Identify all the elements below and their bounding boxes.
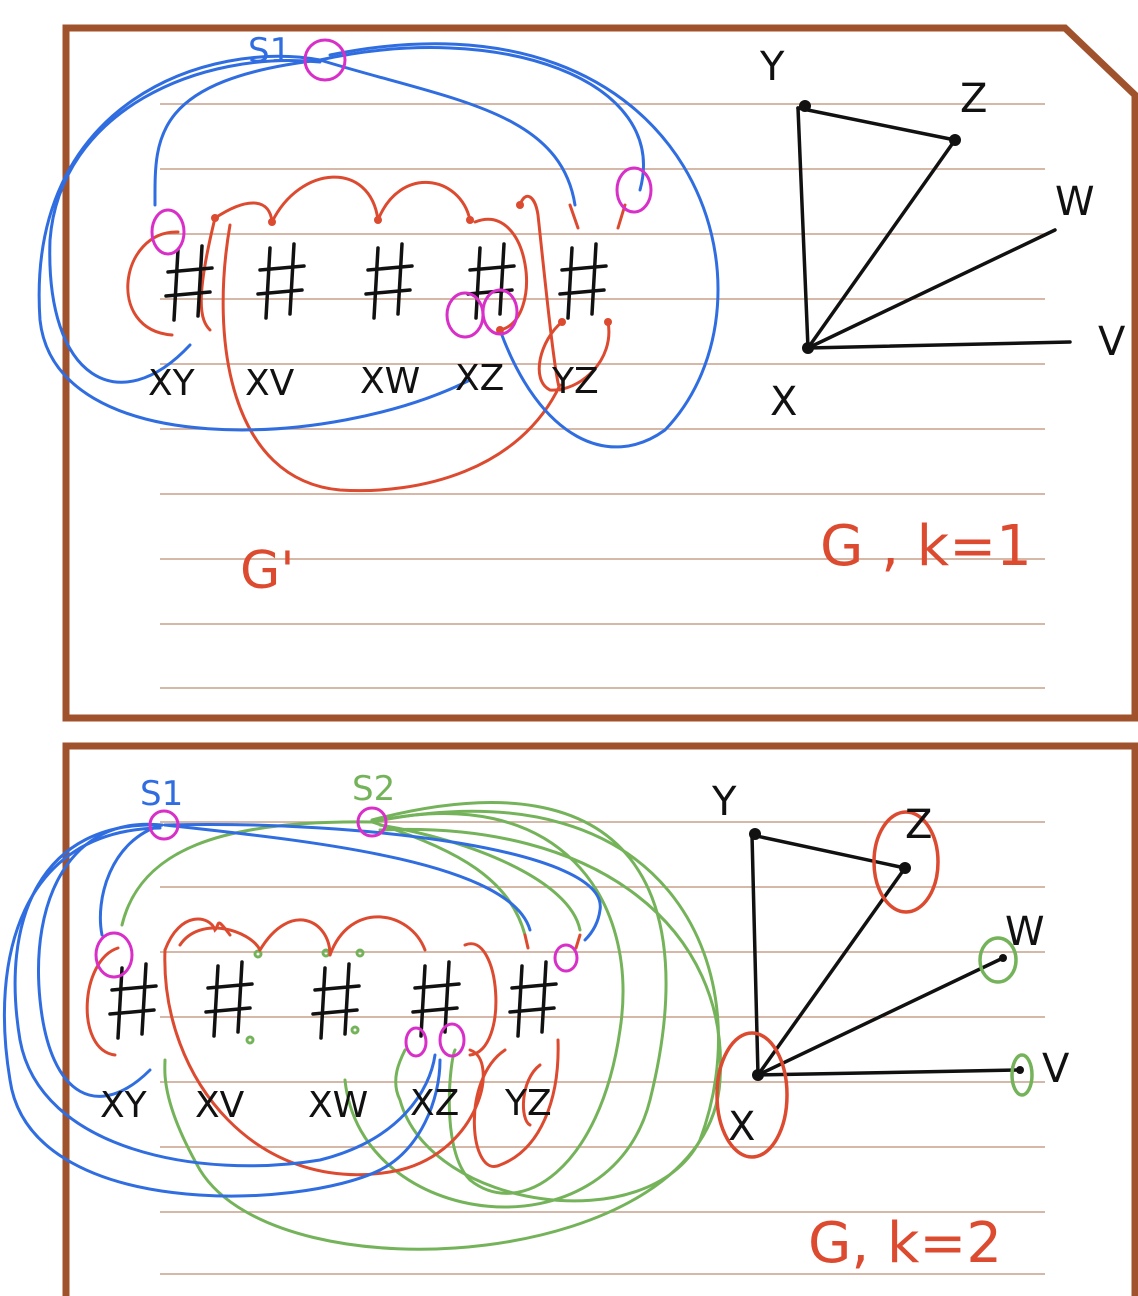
vertex-label-v: V [1098,319,1126,365]
bottom-gadget-label-xy: XY [100,1085,148,1126]
vertex-label-y: Y [711,779,737,825]
top-graph-nodes [799,100,961,354]
vertex-label-w: W [1055,179,1095,225]
bottom-source-label-s1: S1 [140,774,183,814]
top-gadget-label-xw: XW [360,361,420,402]
vertex-label-y: Y [759,44,785,90]
edge-xy [796,106,810,350]
graph-prime-label: G' [240,541,295,601]
bottom-gadget-label-yz: YZ [504,1083,552,1124]
bottom-caption: G, k=2 [808,1211,1002,1276]
bottom-gadget-label-xz: XZ [410,1083,459,1124]
edge-xw [806,228,1057,350]
top-blue-paths [37,42,720,449]
top-card: S1 XY XV XW XZ YZ G' G , k=1 Y Z W V [37,24,1138,722]
bottom-blue-paths [2,822,602,1198]
top-gadget-label-xv: XV [245,363,295,404]
bottom-source-label-s2: S2 [352,769,395,809]
top-gadget-labels: XY XV XW XZ YZ [148,358,599,404]
top-source-label: S1 [248,31,291,71]
top-caption: G , k=1 [820,514,1032,579]
bottom-gadget-label-xv: XV [195,1085,245,1126]
edge-xw [756,956,1005,1077]
top-graph [796,106,1072,350]
vertex-label-z: Z [960,76,987,122]
top-card-frame [62,24,1138,722]
bottom-card-frame [62,742,1138,1296]
top-vertex-labels: Y Z W V X [759,44,1126,425]
vertex-label-x: X [770,379,797,425]
bottom-green-paths [120,801,723,1251]
vertex-label-x: X [728,1104,755,1150]
top-terminals [211,201,612,334]
edge-yz [796,106,957,142]
edge-xv [756,1068,1022,1077]
bottom-magenta-marks [94,806,579,1058]
bottom-red-paths [85,915,582,1177]
vertex-label-w: W [1005,909,1045,955]
bottom-graph-nodes [749,828,1024,1081]
edge-xz [806,138,957,350]
top-gadget-label-xz: XZ [455,358,504,399]
bottom-cover-marks [715,810,1034,1159]
bottom-card: S1 S2 XY XV XW XZ YZ G, k=2 [2,742,1138,1296]
top-red-paths [126,175,627,493]
bottom-gadget-label-xw: XW [308,1085,368,1126]
edge-yz [750,833,907,870]
edge-xv [806,340,1072,350]
vertex-label-v: V [1042,1046,1070,1092]
bottom-gadget-labels: XY XV XW XZ YZ [100,1083,552,1126]
vertex-label-z: Z [905,802,932,848]
top-magenta-marks [150,38,653,339]
top-gadget-label-yz: YZ [551,361,599,402]
bottom-vertex-labels: Y Z W V X [711,779,1070,1150]
top-gadget-label-xy: XY [148,363,196,404]
edge-xz [756,866,907,1077]
top-card-rules [160,103,1045,689]
